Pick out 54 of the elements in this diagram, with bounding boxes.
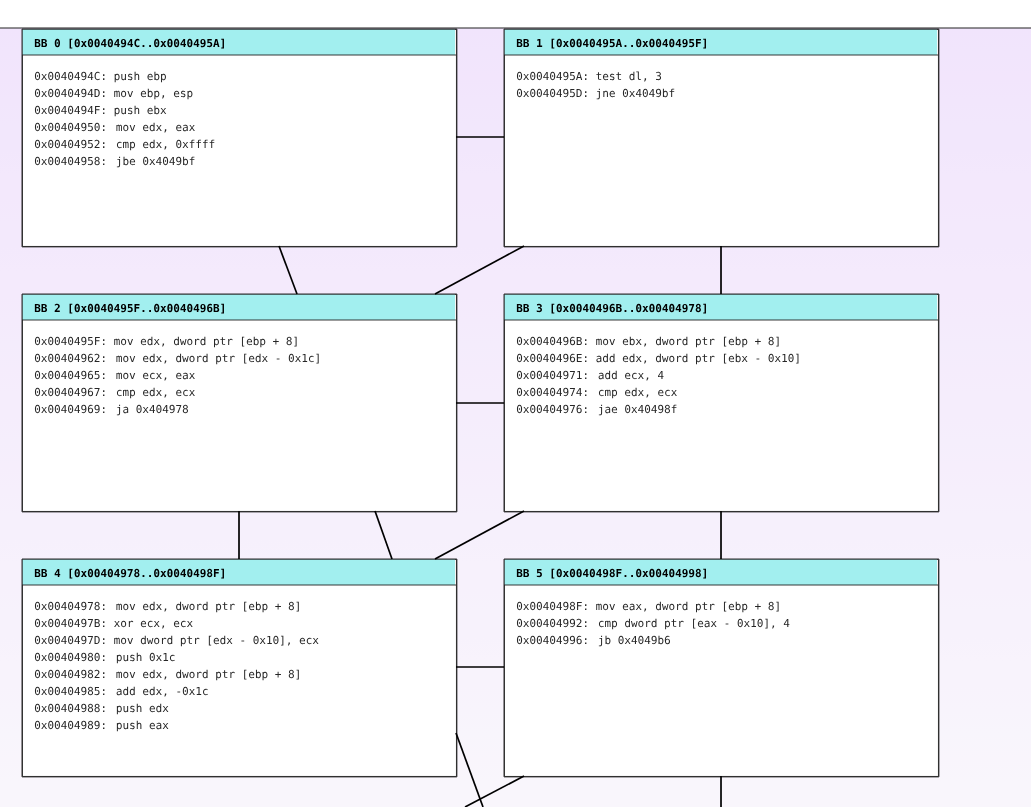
instruction-line: 0x00404978: mov edx, dword ptr [ebp + 8]	[34, 601, 299, 613]
instruction-line: 0x00404974: cmp edx, ecx	[516, 387, 677, 399]
instruction-line: 0x00404988: push edx	[34, 703, 169, 715]
instruction-line: 0x00404980: push 0x1c	[34, 652, 175, 664]
instruction-line: 0x00404982: mov edx, dword ptr [ebp + 8]	[34, 669, 299, 681]
connector-line	[434, 510, 525, 560]
instruction-line: 0x00404950: mov edx, eax	[34, 122, 195, 133]
block-header: BB 5 [0x0040498F..0x00404998]	[516, 568, 706, 579]
instruction-line: 0x0040498F: mov eax, dword ptr [ebp + 8]	[516, 601, 779, 613]
instruction-line: 0x00404967: cmp edx, ecx	[34, 387, 195, 399]
instruction-line: 0x00404985: add edx, -0x1c	[34, 686, 208, 697]
instruction-line: 0x0040495A: test dl, 3	[516, 71, 662, 82]
basic-block-box	[503, 293, 940, 513]
basic-block-box	[21, 28, 458, 248]
instruction-line: 0x00404969: ja 0x404978	[34, 404, 188, 416]
instruction-line: 0x0040496B: mov ebx, dword ptr [ebp + 8]	[516, 336, 779, 348]
instruction-line: 0x0040494F: push ebx	[34, 105, 167, 117]
block-header: BB 0 [0x0040494C..0x0040495A]	[34, 38, 224, 49]
connector-line	[455, 136, 505, 138]
basic-block-box	[21, 558, 458, 778]
instruction-line: 0x00404976: jae 0x40498f	[516, 404, 677, 416]
instruction-line: 0x00404971: add ecx, 4	[516, 370, 664, 381]
instruction-line: 0x0040495D: jne 0x4049bf	[516, 88, 675, 100]
block-header: BB 1 [0x0040495A..0x0040495F]	[516, 38, 706, 49]
connector-line	[455, 732, 484, 807]
instruction-line: 0x00404996: jb 0x4049b6	[516, 635, 670, 647]
connector-line	[455, 666, 505, 668]
instruction-line: 0x00404992: cmp dword ptr [eax - 0x10], 4	[516, 618, 790, 630]
connector-line	[720, 245, 722, 295]
connector-line	[720, 510, 722, 560]
instruction-line: 0x00404958: jbe 0x4049bf	[34, 156, 195, 168]
connector-line	[455, 402, 505, 404]
instruction-line: 0x00404962: mov edx, dword ptr [edx - 0x1c]	[34, 353, 319, 365]
connector-line	[278, 245, 298, 295]
instruction-line: 0x00404952: cmp edx, 0xffff	[34, 139, 215, 151]
instruction-line: 0x0040495F: mov edx, dword ptr [ebp + 8]	[34, 336, 297, 348]
instruction-line: 0x0040496E: add edx, dword ptr [ebx - 0x10]	[516, 353, 799, 365]
basic-block-box	[21, 293, 458, 513]
connector-line	[464, 775, 525, 807]
instruction-line: 0x00404989: push eax	[34, 720, 169, 732]
connector-line	[434, 245, 525, 295]
basic-block-box	[503, 28, 940, 248]
connector-line	[238, 510, 240, 560]
instruction-line: 0x0040497B: xor ecx, ecx	[34, 618, 193, 629]
block-header: BB 3 [0x0040496B..0x00404978]	[516, 303, 706, 314]
instruction-line: 0x0040497D: mov dword ptr [edx - 0x10], ecx	[34, 635, 319, 647]
basic-block-box	[503, 558, 940, 778]
instruction-line: 0x0040494C: push ebp	[34, 71, 166, 83]
block-header: BB 4 [0x00404978..0x0040498F]	[34, 568, 224, 579]
block-header: BB 2 [0x0040495F..0x0040496B]	[34, 303, 224, 314]
connector-line	[720, 775, 722, 807]
instruction-line: 0x00404965: mov ecx, eax	[34, 370, 195, 381]
instruction-line: 0x0040494D: mov ebp, esp	[34, 88, 193, 100]
connector-line	[374, 510, 393, 560]
